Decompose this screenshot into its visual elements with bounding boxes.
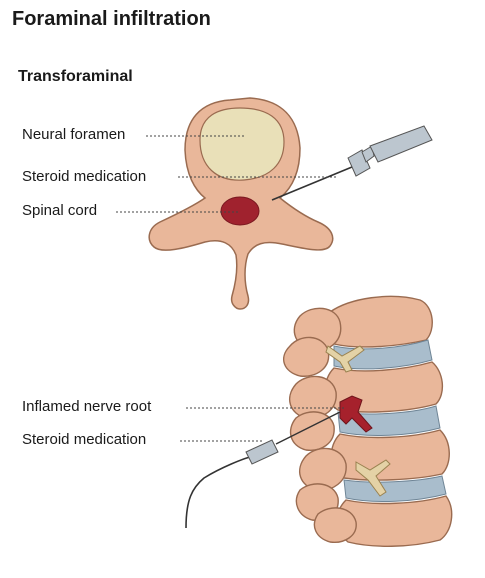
nerve-root-lower: [355, 459, 391, 497]
label-steroid-medication-bottom: Steroid medication: [22, 431, 147, 448]
label-neural-foramen: Neural foramen: [22, 126, 126, 143]
top-needle: [271, 125, 433, 201]
facet-3: [288, 375, 337, 419]
figure-title: Foraminal infiltration: [12, 8, 211, 30]
lateral-spine: [282, 295, 453, 547]
bottom-leader-lines: [180, 407, 344, 442]
label-spinal-cord: Spinal cord: [22, 202, 98, 219]
bottom-needle: [185, 411, 341, 529]
disc-1: [333, 339, 433, 370]
section-subtitle: Transforaminal: [18, 68, 133, 85]
neural-foramen-shape: [199, 107, 285, 181]
inflamed-nerve-root-shape: [339, 395, 373, 433]
facet-2: [282, 336, 330, 377]
axial-vertebra: [148, 97, 334, 310]
spinal-cord-shape: [220, 196, 260, 226]
vertebral-body-3: [330, 429, 450, 481]
top-leader-lines: [116, 135, 338, 213]
label-inflamed-nerve-root: Inflamed nerve root: [22, 398, 152, 415]
facet-5: [298, 447, 347, 491]
nerve-root-upper: [325, 345, 365, 373]
label-steroid-medication-top: Steroid medication: [22, 168, 147, 185]
facet-7: [313, 507, 357, 543]
